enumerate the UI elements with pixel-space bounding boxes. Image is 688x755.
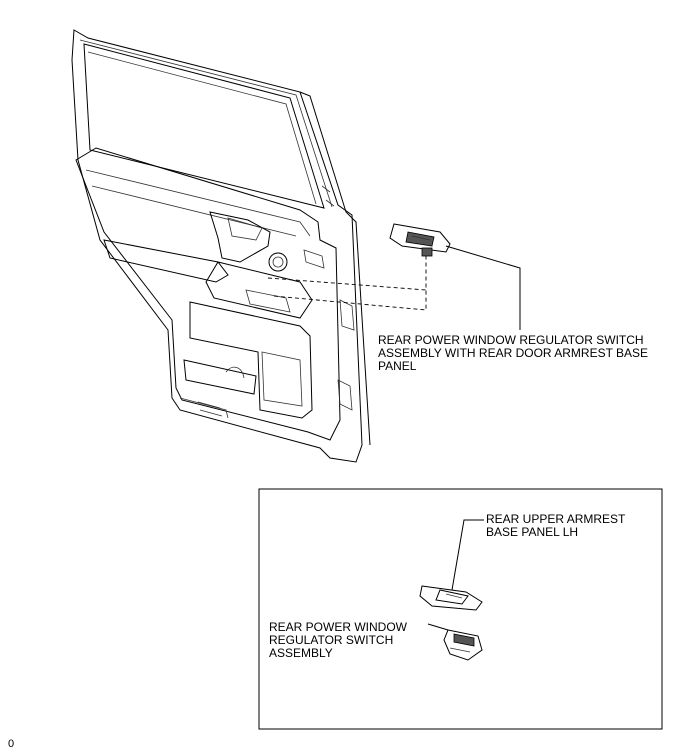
rear-door-illustration (71, 29, 371, 463)
detail-inset-box (258, 488, 663, 730)
leader-line-base-panel (451, 519, 484, 591)
leader-line-switch (427, 623, 449, 631)
label-switch-with-base-panel: REAR POWER WINDOW REGULATOR SWITCH ASSEM… (378, 334, 648, 373)
label-line: BASE PANEL LH (486, 525, 579, 539)
label-line: REAR POWER WINDOW (269, 620, 407, 634)
figure-number: 0 (8, 738, 15, 750)
assembly-guide-line (267, 256, 427, 291)
label-switch-assembly: REAR POWER WINDOW REGULATOR SWITCH ASSEM… (269, 621, 407, 660)
label-line: REAR POWER WINDOW REGULATOR SWITCH (378, 333, 644, 347)
label-line: PANEL (378, 359, 417, 373)
label-armrest-base-panel: REAR UPPER ARMREST BASE PANEL LH (486, 513, 625, 539)
label-line: ASSEMBLY WITH REAR DOOR ARMREST BASE (378, 346, 649, 360)
switch-assembly-part (443, 629, 483, 661)
assembly-guide-line-2 (273, 290, 427, 311)
leader-line-assembly (445, 245, 521, 330)
switch-with-base-panel-part (389, 223, 451, 257)
label-line: REGULATOR SWITCH (269, 633, 394, 647)
label-line: ASSEMBLY (269, 646, 333, 660)
label-line: REAR UPPER ARMREST (486, 512, 626, 526)
armrest-base-panel-part (419, 585, 483, 611)
